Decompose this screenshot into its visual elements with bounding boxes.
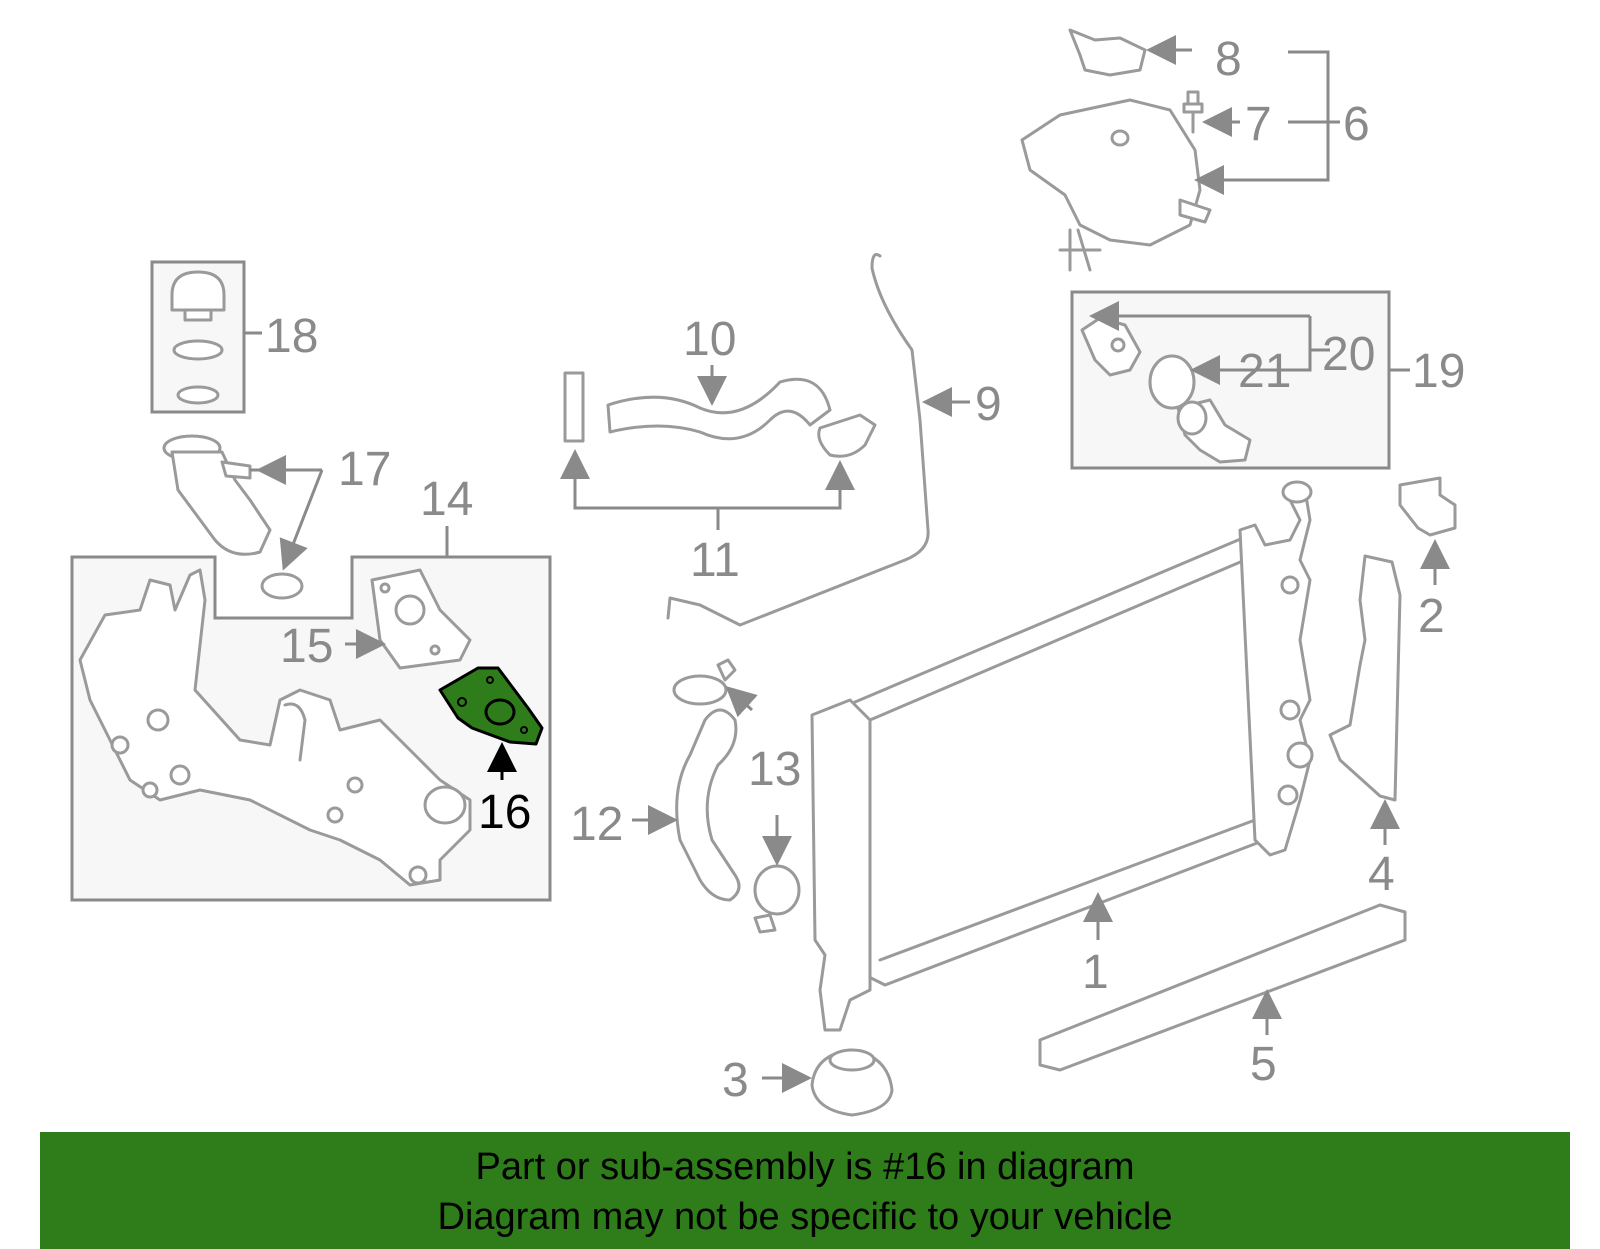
callout-15: 15 [280, 620, 333, 673]
part-15-gasket [370, 568, 472, 670]
callout-6: 6 [1343, 98, 1370, 151]
part-19-housing [1176, 398, 1252, 464]
callout-1: 1 [1082, 946, 1109, 999]
part-10-hose [563, 371, 877, 458]
callout-13: 13 [748, 743, 801, 796]
callout-3: 3 [722, 1054, 749, 1107]
callout-10: 10 [683, 313, 736, 366]
callout-12: 12 [570, 798, 623, 851]
part-7-bolt [1182, 90, 1204, 134]
callout-4: 4 [1368, 848, 1395, 901]
banner-line-1: Part or sub-assembly is #16 in diagram [475, 1146, 1135, 1188]
part-9-tube [666, 253, 930, 627]
part-12-lower-hose [675, 708, 741, 902]
part-6-reservoir [1020, 98, 1212, 272]
part-8-clip [1068, 28, 1147, 77]
part-1-radiator [810, 480, 1314, 1032]
leader-lines [244, 35, 1450, 1093]
part-18-cap-kit [170, 270, 226, 405]
callout-11: 11 [690, 534, 740, 587]
part-13-clamp-upper [672, 658, 737, 706]
part-3-insulator [810, 1048, 894, 1117]
callout-20: 20 [1322, 328, 1375, 381]
part-17-filler-neck [162, 434, 304, 600]
info-banner: Part or sub-assembly is #16 in diagram D… [40, 1132, 1570, 1249]
callout-18: 18 [265, 310, 318, 363]
part-16-gasket-highlighted [438, 666, 544, 746]
callout-9: 9 [975, 378, 1002, 431]
banner-line-2: Diagram may not be specific to your vehi… [437, 1196, 1173, 1238]
callout-2: 2 [1418, 590, 1445, 643]
callout-5: 5 [1250, 1038, 1277, 1091]
callout-17: 17 [338, 443, 391, 496]
part-13-clamp-lower [753, 864, 801, 934]
callout-21: 21 [1238, 345, 1291, 398]
part-4-side-panel [1328, 554, 1402, 802]
callout-19: 19 [1412, 345, 1465, 398]
callout-16: 16 [478, 786, 531, 839]
part-5-lower-panel [1038, 903, 1407, 1072]
callout-14: 14 [420, 473, 473, 526]
part-2-mount [1398, 476, 1457, 537]
part-14-housing [78, 568, 472, 887]
callout-7: 7 [1245, 98, 1272, 151]
part-21-seal [1148, 354, 1196, 410]
callout-8: 8 [1215, 33, 1242, 86]
